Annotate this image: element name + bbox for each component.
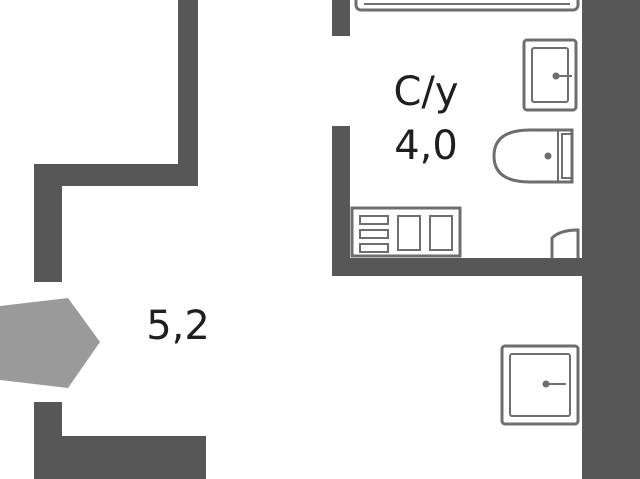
washing-machine-icon — [350, 206, 462, 258]
bathroom-name-label: С/у — [393, 69, 459, 115]
bathroom-wall-left — [332, 126, 350, 276]
interior-wall-left-upper — [34, 0, 198, 282]
bathtub-icon — [354, 0, 580, 12]
toilet-icon — [492, 128, 574, 184]
walls — [34, 0, 640, 479]
sink-icon — [522, 38, 578, 112]
bathroom-wall-bottom — [332, 258, 584, 276]
bathroom-area-label: 4,0 — [394, 123, 458, 169]
bathroom-wall-top-stub — [332, 0, 350, 36]
interior-wall-left-lower — [34, 402, 206, 479]
exterior-wall-right — [582, 0, 640, 479]
shower-tray-icon — [550, 228, 580, 258]
hallway-area-label: 5,2 — [146, 303, 210, 349]
entrance-arrow-icon — [0, 298, 100, 388]
sink-icon — [500, 344, 580, 426]
